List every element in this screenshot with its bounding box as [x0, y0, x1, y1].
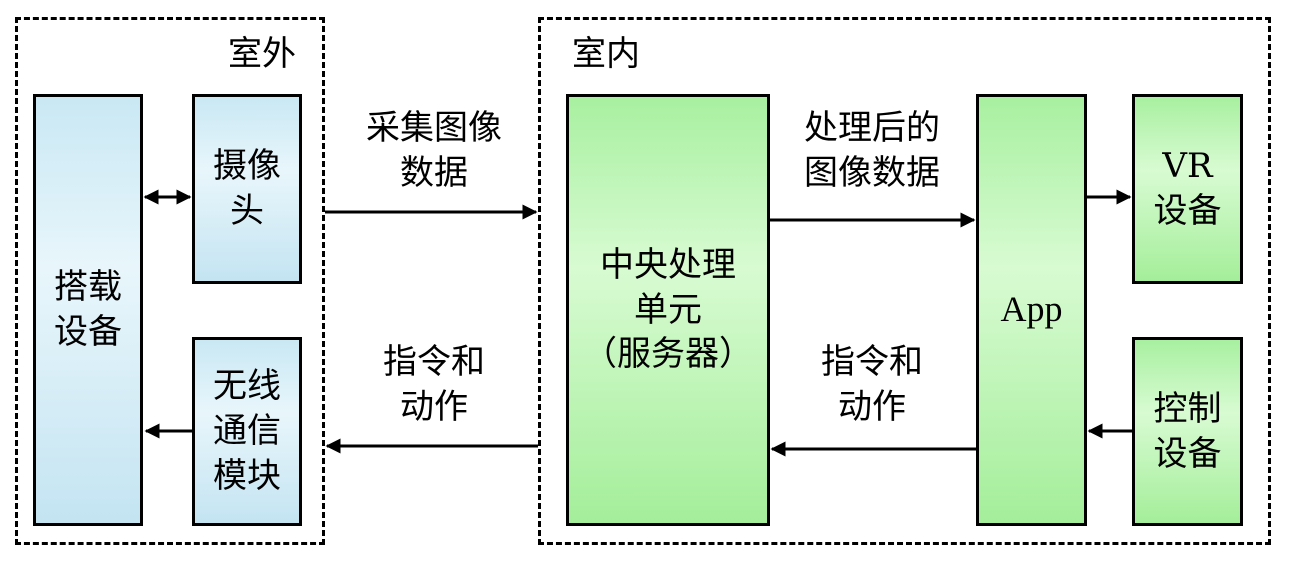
- commands-outdoor-label: 指令和 动作: [383, 342, 485, 427]
- carrier-device-box: 搭载 设备: [33, 94, 143, 526]
- vr-device-label: VR 设备: [1153, 146, 1222, 231]
- control-device-box: 控制 设备: [1132, 337, 1243, 526]
- outdoor-zone-label: 室外: [228, 34, 296, 74]
- outdoor-zone: [15, 17, 325, 545]
- control-device-label: 控制 设备: [1153, 388, 1222, 474]
- camera-label: 摄像 头: [213, 146, 281, 231]
- indoor-zone-label: 室内: [572, 34, 640, 74]
- app-label: App: [1000, 289, 1063, 330]
- wireless-module-box: 无线 通信 模块: [192, 337, 302, 526]
- wireless-module-label: 无线 通信 模块: [213, 366, 281, 496]
- vr-device-box: VR 设备: [1132, 94, 1243, 284]
- camera-box: 摄像 头: [192, 94, 302, 284]
- image-capture-label: 采集图像 数据: [366, 108, 502, 193]
- indoor-zone: [538, 17, 1271, 545]
- app-box: App: [976, 94, 1087, 526]
- processed-image-label: 处理后的 图像数据: [804, 108, 940, 193]
- carrier-device-label: 搭载 设备: [54, 267, 122, 352]
- commands-indoor-label: 指令和 动作: [821, 342, 923, 427]
- cpu-box: 中央处理 单元 （服务器）: [566, 94, 770, 526]
- cpu-label: 中央处理 单元 （服务器）: [583, 244, 753, 375]
